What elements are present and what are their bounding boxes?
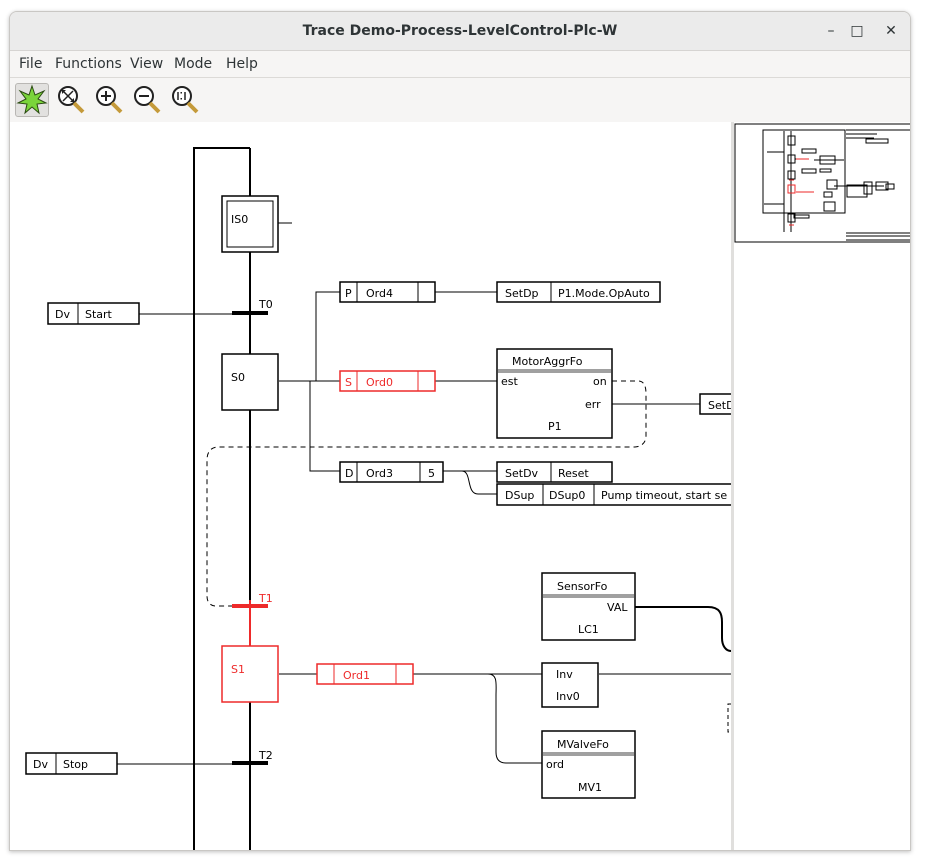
window-title: Trace Demo-Process-LevelControl-Plc-W [302, 23, 618, 39]
setdp-label: SetDp [505, 287, 539, 300]
ord0-name: Ord0 [366, 376, 393, 389]
transition-t2-label: T2 [258, 749, 273, 762]
menu-bar: File Functions View Mode Help [10, 51, 910, 78]
dsup-name: DSup0 [549, 489, 585, 502]
motor-in-est: est [501, 375, 518, 388]
sensor-title: SensorFo [557, 580, 608, 593]
maximize-button[interactable]: □ [846, 20, 868, 42]
ord4-name: Ord4 [366, 287, 393, 300]
dv-stop-type: Dv [33, 758, 48, 771]
transition-t0-label: T0 [258, 298, 273, 311]
setd-label: SetD [708, 399, 731, 412]
setdv-block[interactable]: SetDv Reset [496, 461, 613, 483]
menu-view[interactable]: View [130, 56, 164, 72]
star-burst-icon [16, 84, 48, 115]
valve-title: MValveFo [557, 738, 609, 751]
order-ord4[interactable]: P Ord4 [339, 281, 436, 303]
title-bar: Trace Demo-Process-LevelControl-Plc-W – … [10, 12, 910, 51]
toolbar-zoom-in-button[interactable] [92, 83, 124, 115]
toolbar [10, 78, 910, 121]
motor-title: MotorAggrFo [512, 355, 583, 368]
step-s0[interactable]: S0 [221, 353, 279, 411]
ord3-type: D [345, 467, 353, 480]
valve-block[interactable]: MValveFo ord MV1 [541, 730, 636, 799]
ord3-time: 5 [428, 467, 435, 480]
menu-functions[interactable]: Functions [55, 56, 122, 72]
valve-in-ord: ord [546, 758, 564, 771]
step-is0-label: IS0 [231, 213, 248, 226]
menu-help[interactable]: Help [226, 56, 258, 72]
minimize-button[interactable]: – [820, 20, 842, 42]
step-is0[interactable]: IS0 [221, 195, 279, 253]
navigator-overview [734, 123, 910, 243]
inv-name: Inv0 [556, 690, 580, 703]
dsup-text: Pump timeout, start se [601, 489, 727, 502]
sensor-out-val: VAL [607, 601, 628, 614]
motor-name: P1 [548, 420, 562, 433]
trace-window: Trace Demo-Process-LevelControl-Plc-W – … [9, 11, 911, 851]
input-dv-stop[interactable]: Dv Stop [25, 752, 118, 775]
zoom-out-icon [134, 86, 161, 114]
close-button[interactable]: ✕ [880, 20, 902, 42]
order-ord1[interactable]: Ord1 [316, 663, 414, 685]
step-s1-label: S1 [231, 663, 245, 676]
transition-t1-label: T1 [258, 592, 273, 605]
maximize-icon: □ [850, 23, 864, 39]
ord4-type: P [345, 287, 352, 300]
setdp-block[interactable]: SetDp P1.Mode.OpAuto [496, 281, 661, 303]
pane-splitter[interactable] [731, 122, 734, 850]
dv-start-type: Dv [55, 308, 70, 321]
dv-start-name: Start [85, 308, 113, 321]
toolbar-zoom-out-button[interactable] [130, 83, 162, 115]
toolbar-star-button[interactable] [15, 83, 49, 117]
ord3-name: Ord3 [366, 467, 393, 480]
setdv-value: Reset [558, 467, 589, 480]
motor-aggr-block[interactable]: MotorAggrFo est on err P1 [496, 348, 613, 439]
zoom-fit-icon [58, 86, 85, 114]
valve-name: MV1 [578, 781, 602, 794]
dsup-block[interactable]: DSup DSup0 Pump timeout, start se [496, 483, 731, 506]
toolbar-zoom-fit-button[interactable] [54, 83, 86, 115]
sensor-block[interactable]: SensorFo VAL LC1 [541, 572, 636, 641]
setd-block[interactable]: SetD [699, 393, 731, 415]
toolbar-zoom-reset-button[interactable] [168, 83, 200, 115]
motor-out-on: on [593, 375, 607, 388]
zoom-reset-icon [172, 86, 199, 114]
close-icon: ✕ [885, 23, 897, 39]
zoom-in-icon [96, 86, 123, 114]
step-s1[interactable]: S1 [221, 645, 279, 703]
motor-out-err: err [585, 398, 601, 411]
step-s0-label: S0 [231, 371, 245, 384]
ord0-type: S [345, 376, 352, 389]
minimize-icon: – [827, 23, 835, 39]
grafcet-diagram: T0 T1 T2 IS0 S0 S1 Dv [25, 147, 731, 850]
inv-label: Inv [556, 668, 573, 681]
input-dv-start[interactable]: Dv Start [47, 302, 140, 325]
dsup-label: DSup [505, 489, 534, 502]
order-ord0[interactable]: S Ord0 [339, 370, 436, 392]
sensor-name: LC1 [578, 623, 599, 636]
navigator-pane[interactable] [734, 122, 910, 850]
ord1-name: Ord1 [343, 669, 370, 682]
dv-stop-name: Stop [63, 758, 88, 771]
menu-mode[interactable]: Mode [174, 56, 213, 72]
inv-block[interactable]: Inv Inv0 [541, 662, 599, 708]
diagram-canvas[interactable]: T0 T1 T2 IS0 S0 S1 Dv [10, 122, 731, 850]
menu-file[interactable]: File [19, 56, 43, 72]
setdv-label: SetDv [505, 467, 539, 480]
order-ord3[interactable]: D Ord3 5 [339, 461, 444, 483]
setdp-value: P1.Mode.OpAuto [558, 287, 650, 300]
